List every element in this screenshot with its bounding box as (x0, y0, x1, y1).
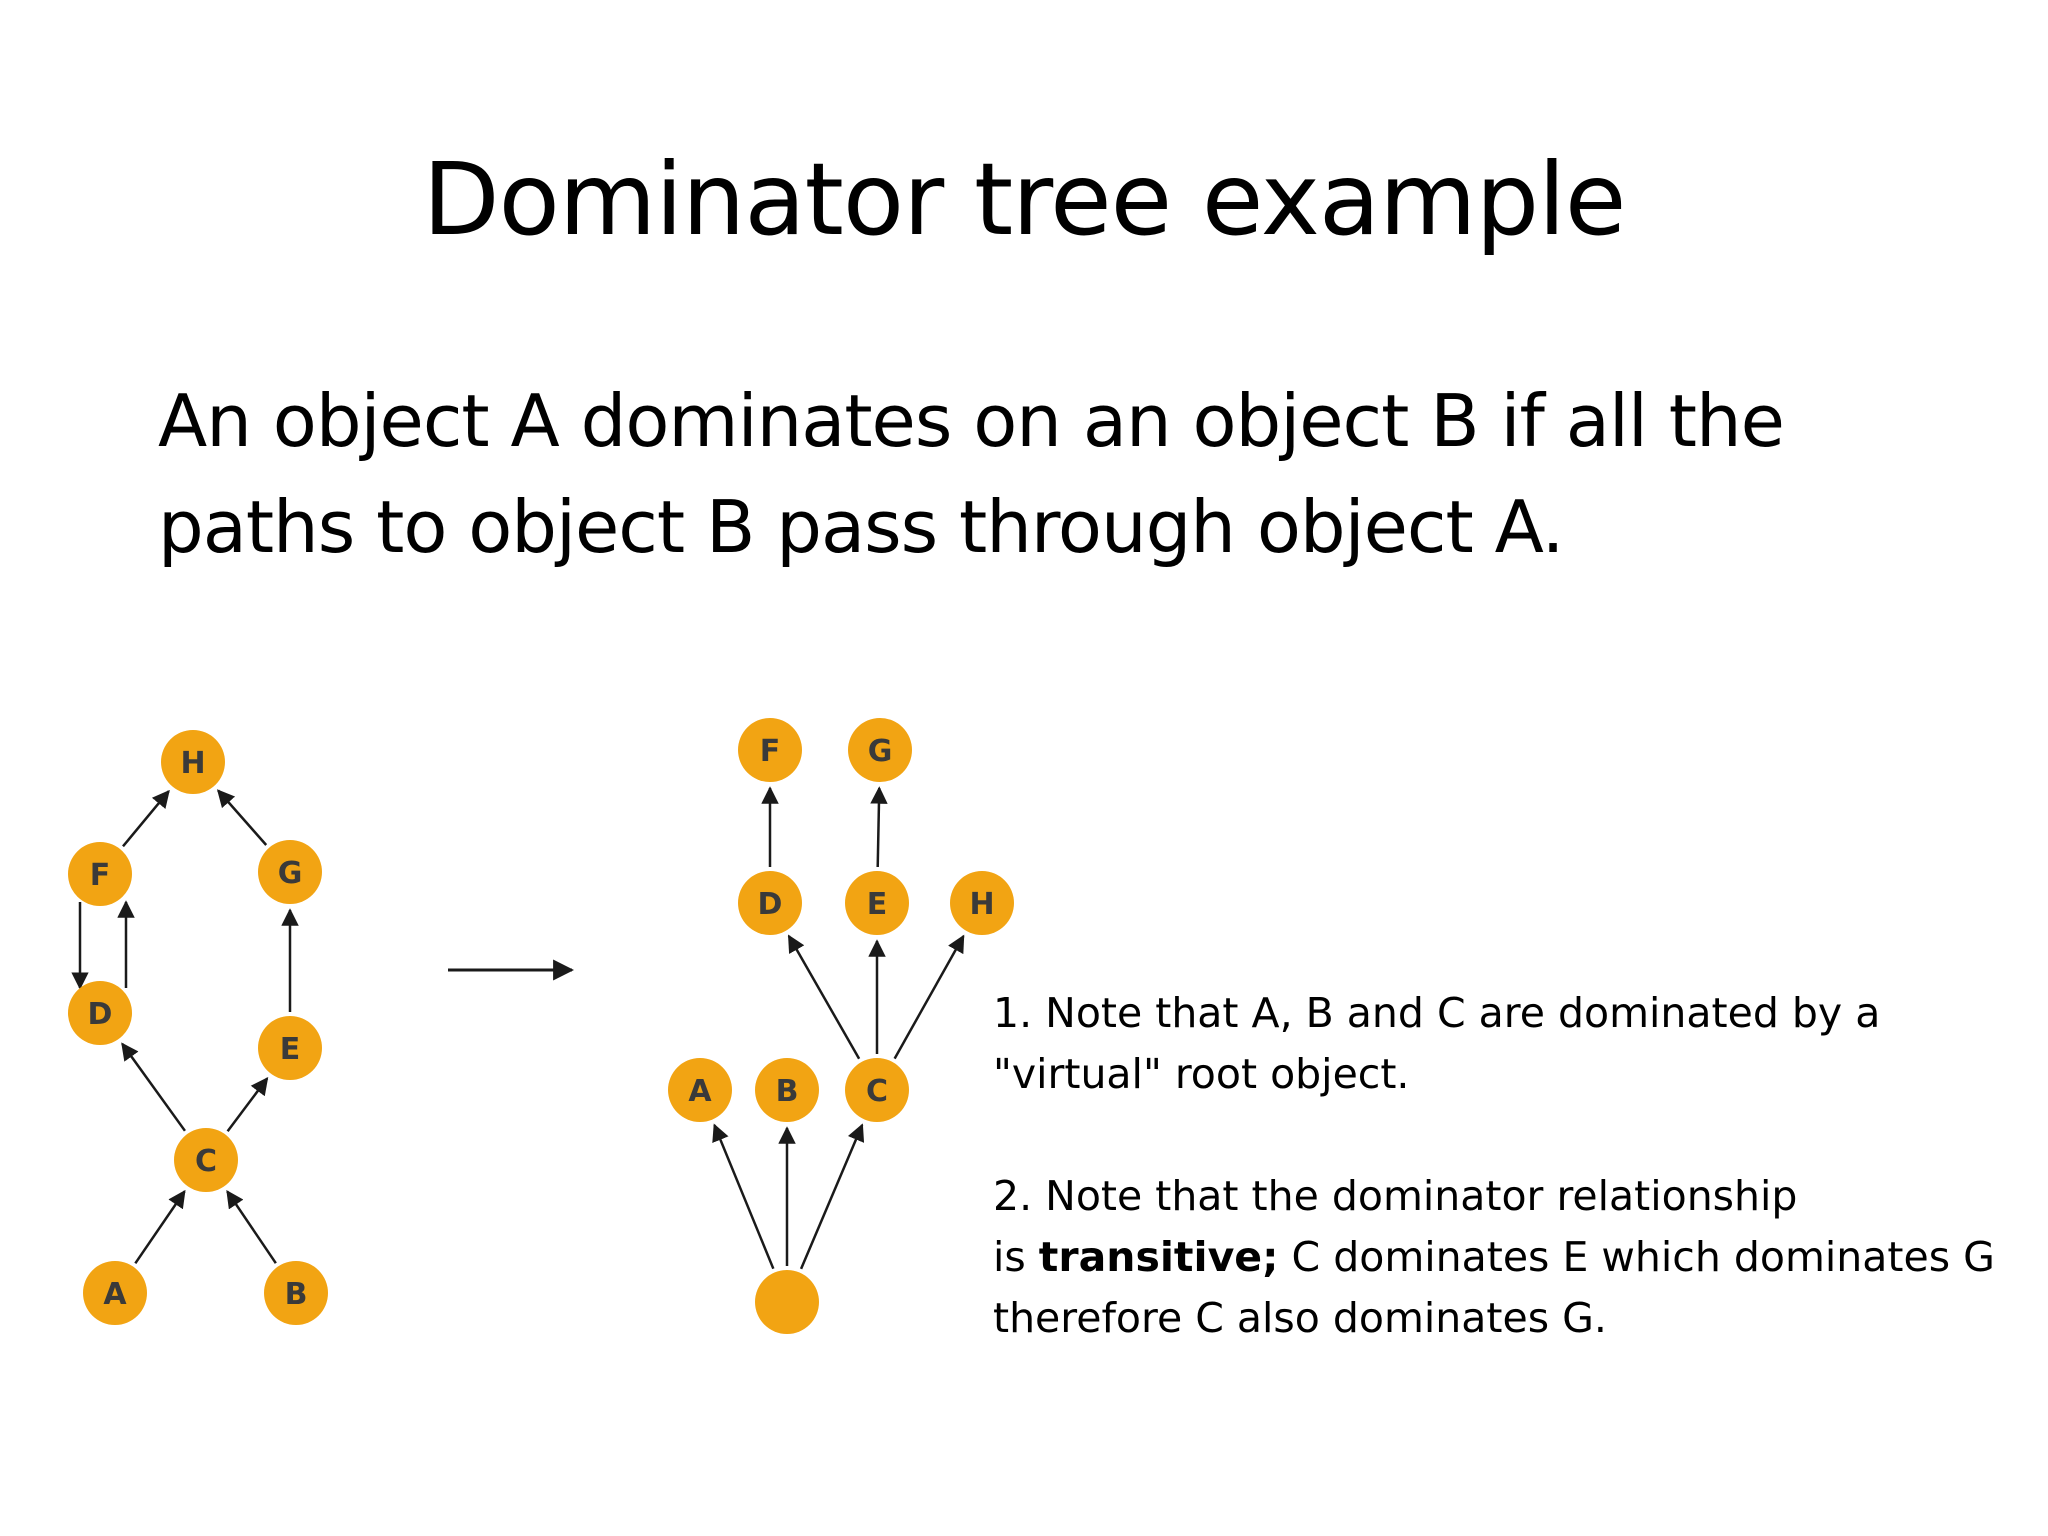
notes-spacer (993, 1105, 2043, 1166)
dominator-tree-node-label-d: D (758, 887, 783, 922)
dominator-tree-node-b (755, 1058, 819, 1122)
note-2-line-3: therefore C also dominates G. (993, 1294, 1607, 1342)
dominator-tree-node-d (738, 871, 802, 935)
object-graph-node-d (68, 981, 132, 1045)
object-graph-edge-c-to-d (121, 1042, 186, 1132)
dominator-tree-node-label-a: A (688, 1074, 712, 1109)
object-graph-edge-f-to-h (122, 789, 170, 848)
dominator-tree-node-label-f: F (760, 734, 781, 769)
transitive-term: transitive; (1038, 1233, 1279, 1281)
object-graph-edge-c-to-e (226, 1077, 269, 1132)
definition-line-2: paths to object B pass through object A. (158, 485, 1564, 569)
dominator-tree-node-label-e: E (867, 887, 888, 922)
object-graph-node-label-b: B (285, 1277, 308, 1312)
dominator-tree-node-g (848, 718, 912, 782)
dominator-tree-node-root (755, 1270, 819, 1334)
object-graph-node-label-e: E (280, 1032, 301, 1067)
dominator-tree-node-label-c: C (866, 1074, 888, 1109)
object-graph-node-h (161, 730, 225, 794)
note-1-line-1: 1. Note that A, B and C are dominated by… (993, 989, 1881, 1037)
object-graph-node-label-c: C (195, 1144, 217, 1179)
object-graph-node-f (68, 842, 132, 906)
note-2-line-1: 2. Note that the dominator relationship (993, 1172, 1798, 1220)
dominator-tree-edge-root-to-c (799, 1123, 865, 1270)
note-2-line-2: is transitive; C dominates E which domin… (993, 1227, 2043, 1288)
object-graph-node-e (258, 1016, 322, 1080)
object-graph-node-g (258, 840, 322, 904)
dominator-tree-node-c (845, 1058, 909, 1122)
note-2-prefix: is (993, 1233, 1039, 1281)
slide-title: Dominator tree example (422, 141, 1627, 258)
definition-text: An object A dominates on an object B if … (158, 368, 1958, 580)
object-graph-edge-a-to-c (134, 1189, 186, 1264)
note-2-rest: C dominates E which dominates G (1278, 1233, 1995, 1281)
dominator-tree-edge-c-to-d (787, 934, 861, 1060)
object-graph-edge-g-to-h (216, 789, 268, 846)
object-graph-node-c (174, 1128, 238, 1192)
dominator-tree-node-e (845, 871, 909, 935)
object-graph-node-label-h: H (180, 746, 205, 781)
object-graph-node-label-a: A (103, 1277, 127, 1312)
object-graph-node-b (264, 1261, 328, 1325)
dominator-tree-edge-root-to-a (712, 1123, 775, 1270)
object-graph-node-a (83, 1261, 147, 1325)
object-graph-node-label-d: D (88, 997, 113, 1032)
object-graph-node-label-g: G (278, 856, 303, 891)
dominator-tree-edge-e-to-g (870, 786, 888, 868)
object-graph-edge-b-to-c (226, 1190, 277, 1264)
notes: 1. Note that A, B and C are dominated by… (993, 983, 2043, 1349)
dominator-tree-node-f (738, 718, 802, 782)
note-1-line-2: "virtual" root object. (993, 1050, 1410, 1098)
dominator-tree: F G D E H A B C (668, 718, 1014, 1334)
dominator-tree-node-h (950, 871, 1014, 935)
dominator-tree-node-a (668, 1058, 732, 1122)
definition-line-1: An object A dominates on an object B if … (158, 379, 1785, 463)
dominator-tree-node-label-g: G (868, 734, 893, 769)
dominator-tree-edge-c-to-h (893, 934, 965, 1060)
object-graph: H F G D E C A B (68, 730, 328, 1325)
dominator-tree-node-label-h: H (969, 887, 994, 922)
dominator-tree-node-label-b: B (776, 1074, 799, 1109)
object-graph-node-label-f: F (90, 858, 111, 893)
